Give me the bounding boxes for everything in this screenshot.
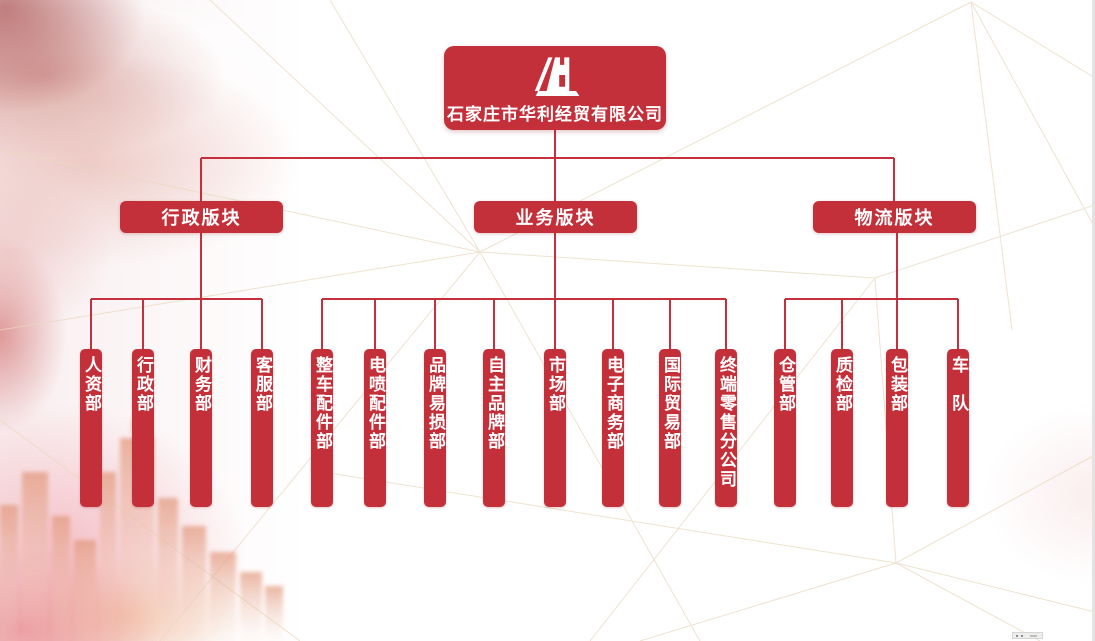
dept-label: 财务部 (191, 356, 211, 413)
dept-node: 行政部 (132, 349, 154, 507)
dept-label: 质检部 (832, 356, 852, 413)
dept-node: 电子商务部 (602, 349, 624, 507)
dept-label: 电子商务部 (603, 356, 623, 451)
dept-label: 人资部 (81, 356, 101, 413)
dept-node: 仓管部 (774, 349, 796, 507)
dept-label: 市场部 (545, 356, 565, 413)
dept-label: 仓管部 (775, 356, 795, 413)
dept-node: 品牌易损部 (424, 349, 446, 507)
mini-scrollbar-dot (1021, 634, 1023, 637)
mini-scrollbar[interactable] (1012, 632, 1043, 639)
dept-node: 车 队 (947, 349, 969, 507)
dept-node: 客服部 (251, 349, 273, 507)
dept-node: 包装部 (886, 349, 908, 507)
company-logo-icon (534, 56, 580, 96)
dept-label: 自主品牌部 (484, 356, 504, 451)
dept-node: 电喷配件部 (364, 349, 386, 507)
dept-label: 电喷配件部 (365, 356, 385, 451)
division-node-admin: 行政版块 (120, 201, 283, 233)
dept-label: 国际贸易部 (660, 356, 680, 451)
root-company-node: 石家庄市华利经贸有限公司 (444, 46, 666, 130)
dept-node: 自主品牌部 (483, 349, 505, 507)
dept-node: 人资部 (80, 349, 102, 507)
mini-scrollbar-dot (1016, 634, 1018, 637)
dept-label: 包装部 (887, 356, 907, 413)
dept-node: 市场部 (544, 349, 566, 507)
division-node-business: 业务版块 (474, 201, 637, 233)
dept-node: 整车配件部 (311, 349, 333, 507)
mini-scrollbar-thumb (1030, 634, 1037, 637)
division-node-logistics: 物流版块 (813, 201, 976, 233)
dept-label: 车 队 (948, 356, 968, 413)
dept-label: 行政部 (133, 356, 153, 413)
dept-node: 质检部 (831, 349, 853, 507)
dept-label: 客服部 (252, 356, 272, 413)
scrollbar-track[interactable] (1092, 0, 1095, 641)
dept-node: 国际贸易部 (659, 349, 681, 507)
dept-node: 终端零售分公司 (715, 349, 737, 507)
dept-label: 品牌易损部 (425, 356, 445, 451)
dept-node: 财务部 (190, 349, 212, 507)
dept-label: 终端零售分公司 (716, 356, 736, 489)
dept-label: 整车配件部 (312, 356, 332, 451)
company-name: 石家庄市华利经贸有限公司 (447, 104, 663, 125)
